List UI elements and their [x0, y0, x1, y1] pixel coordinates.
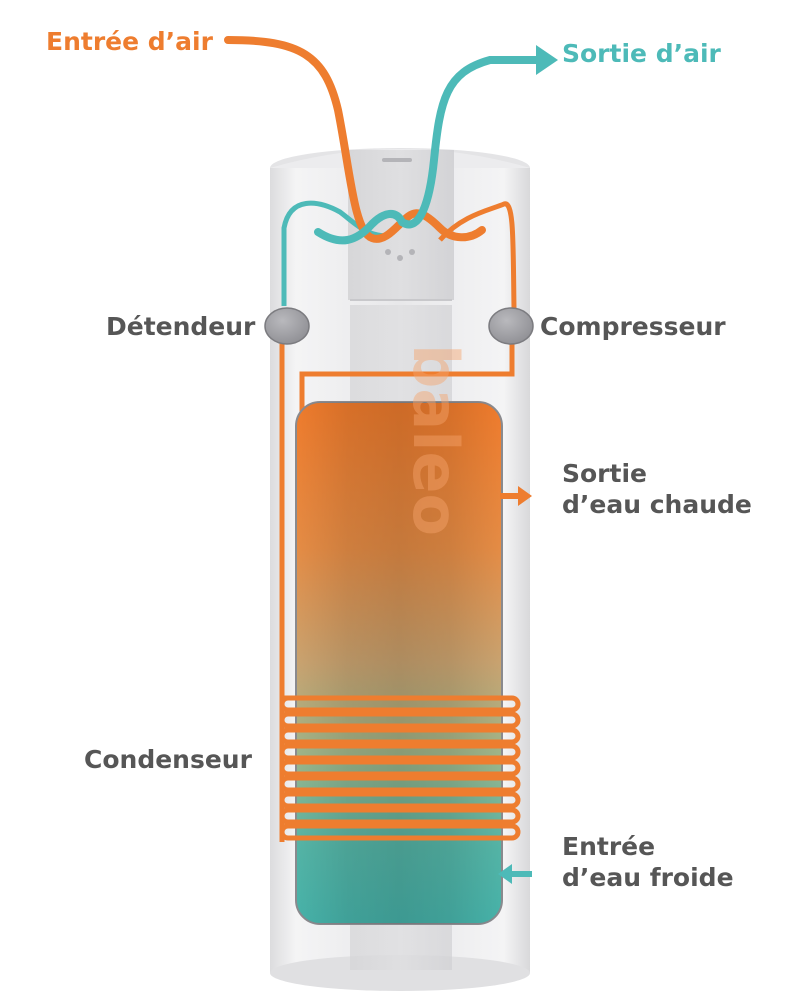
cold-water-inlet-arrow — [498, 864, 532, 884]
air-inlet-flow — [224, 36, 486, 243]
condenser-label: Condenseur — [84, 745, 252, 774]
control-display — [382, 158, 415, 261]
air-outlet-flow — [314, 56, 542, 245]
hot-water-outlet-label-line2: d’eau chaude — [562, 490, 752, 519]
brand-logo: baleo — [399, 344, 472, 536]
expansion-valve-component — [264, 307, 310, 345]
cold-water-inlet-label-line1: Entrée — [562, 832, 656, 861]
arrow-right-icon — [518, 486, 532, 506]
compressor-component — [488, 307, 534, 345]
air-inlet-label: Entrée d’air — [46, 27, 213, 56]
expansion-valve-label: Détendeur — [106, 312, 256, 341]
air-outlet-label: Sortie d’air — [562, 39, 721, 68]
condenser-coil — [279, 695, 521, 841]
air-outlet-arrowhead — [536, 45, 558, 75]
hot-water-outlet-arrow — [500, 486, 532, 506]
hot-water-outlet-label: Sortie d’eau chaude — [562, 458, 752, 520]
evaporator-to-compressor-pipe — [438, 201, 517, 309]
arrow-right-icon — [498, 864, 512, 884]
compressor-label: Compresseur — [540, 312, 726, 341]
cold-water-inlet-label: Entrée d’eau froide — [562, 831, 734, 893]
hot-water-outlet-label-line1: Sortie — [562, 459, 647, 488]
cold-water-inlet-label-line2: d’eau froide — [562, 863, 734, 892]
